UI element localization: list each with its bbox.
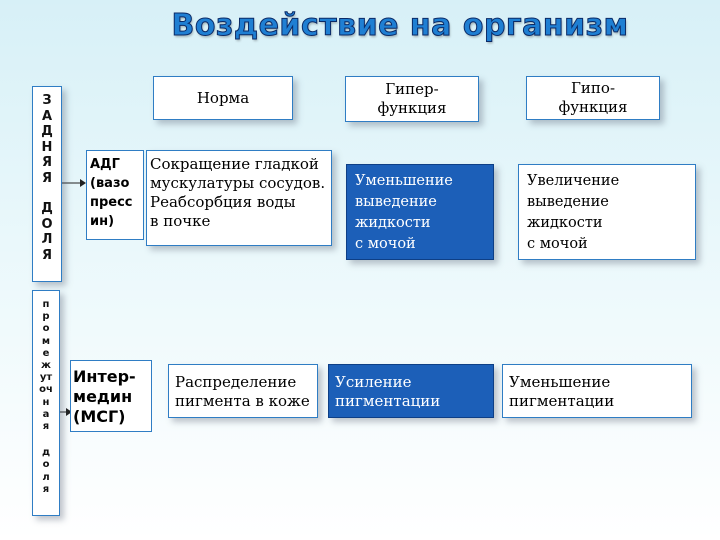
norm-adh-line: Сокращение гладкой	[150, 155, 319, 173]
norm-msh-line: Распределение	[175, 373, 297, 391]
intermediate-lobe-letter: д	[41, 447, 51, 459]
hypo-adh-line: с мочой	[527, 236, 588, 252]
posterior-lobe-letter: Я	[41, 247, 52, 263]
intermediate-lobe-box: п р о м е ж ут оч н а я д о л я	[32, 290, 60, 516]
norm-msh-line: пигмента в коже	[175, 392, 310, 410]
header-norm: Норма	[153, 76, 293, 120]
hyper-msh-line: пигментации	[335, 392, 441, 410]
posterior-lobe-box: З А Д Н Я Я Д О Л Я	[32, 86, 62, 282]
intermediate-lobe-letter: а	[42, 408, 50, 420]
page-title: Воздействие на организм	[171, 8, 629, 44]
hyper-adh-line: Уменьшение	[355, 173, 453, 189]
header-hyperfunction: Гипер- функция	[345, 76, 479, 122]
norm-adh-line: Реабсорбция воды	[150, 193, 296, 211]
posterior-lobe-letter: Л	[41, 232, 53, 247]
hypo-msh-line: Уменьшение	[509, 373, 611, 391]
intermediate-lobe-letter: е	[42, 347, 50, 359]
header-hyper-line: функция	[377, 99, 447, 117]
header-norm-label: Норма	[196, 89, 250, 107]
intermediate-lobe-letter: о	[42, 323, 50, 335]
intermediate-lobe-letter: о	[42, 459, 50, 471]
hyper-adh-box: Уменьшение выведение жидкости с мочой	[346, 164, 494, 260]
intermediate-lobe-letter: р	[42, 311, 50, 323]
intermediate-lobe-letter: л	[42, 471, 50, 483]
hormone-adh-line: пресс	[90, 195, 133, 210]
header-hypo-line: Гипо-	[570, 79, 616, 97]
hormone-adh-line: АДГ	[90, 157, 120, 172]
intermediate-lobe-letter: оч	[39, 384, 53, 396]
header-hypofunction: Гипо- функция	[526, 76, 660, 120]
norm-adh-line: мускулатуры сосудов.	[150, 174, 326, 192]
intermediate-lobe-letter: я	[42, 421, 50, 433]
norm-adh-box: Сокращение гладкой мускулатуры сосудов. …	[146, 150, 332, 246]
header-hypo-line: функция	[558, 98, 628, 116]
hyper-adh-line: жидкости	[355, 215, 431, 231]
hormone-adh-line: (вазо	[90, 176, 130, 191]
posterior-lobe-letter: А	[41, 108, 53, 124]
hypo-adh-line: жидкости	[527, 215, 603, 231]
hormone-msh-line: Интер-	[73, 367, 136, 386]
posterior-lobe-letter: Д	[41, 201, 53, 216]
intermediate-lobe-letter: ут	[39, 372, 53, 384]
hyper-adh-line: с мочой	[355, 236, 416, 252]
posterior-lobe-letter: Д	[41, 124, 53, 139]
intermediate-lobe-letter: ж	[41, 360, 51, 372]
hypo-adh-box: Увеличение выведение жидкости с мочой	[518, 164, 696, 260]
hormone-msh-line: (МСГ)	[73, 407, 126, 426]
hypo-adh-line: Увеличение	[527, 173, 620, 189]
hormone-adh-line: ин)	[90, 214, 115, 229]
norm-msh-box: Распределение пигмента в коже	[168, 364, 318, 418]
hormone-msh-line: медин	[73, 387, 133, 406]
hypo-msh-line: пигментации	[509, 392, 615, 410]
hyper-adh-line: выведение	[355, 194, 437, 210]
hypo-msh-box: Уменьшение пигментации	[502, 364, 692, 418]
hormone-adh-box: АДГ (вазо пресс ин)	[86, 150, 144, 240]
intermediate-lobe-letter: я	[42, 483, 50, 495]
hyper-msh-line: Усиление	[335, 373, 412, 391]
hypo-adh-line: выведение	[527, 194, 609, 210]
posterior-lobe-letter: Я	[41, 155, 52, 170]
posterior-lobe-letter: О	[41, 216, 53, 232]
posterior-lobe-letter: Я	[41, 170, 52, 186]
posterior-lobe-letter: Н	[41, 139, 53, 155]
norm-adh-line: в почке	[150, 212, 211, 230]
hormone-msh-box: Интер- медин (МСГ)	[70, 360, 152, 432]
posterior-lobe-letter: З	[42, 93, 52, 108]
intermediate-lobe-letter: м	[41, 335, 51, 347]
intermediate-lobe-letter: н	[42, 396, 50, 408]
hyper-msh-box: Усиление пигментации	[328, 364, 494, 418]
intermediate-lobe-letter: п	[42, 299, 50, 310]
header-hyper-line: Гипер-	[385, 80, 439, 98]
